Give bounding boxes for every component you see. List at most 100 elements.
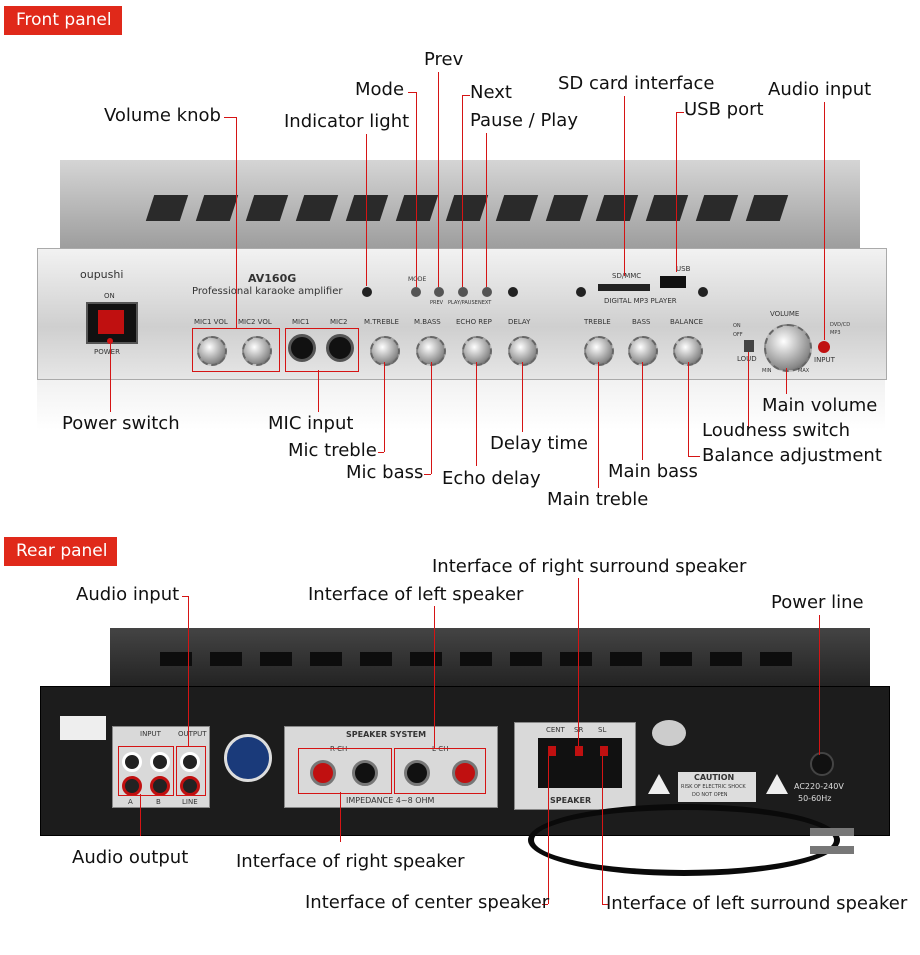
label-audio-input-front: Audio input bbox=[768, 79, 872, 100]
leader-mic-treble bbox=[378, 452, 384, 453]
label-balance-adjustment: Balance adjustment bbox=[702, 445, 882, 466]
label-indicator-light: Indicator light bbox=[284, 111, 410, 132]
label-prev: Prev bbox=[424, 49, 464, 70]
loud-off-label: OFF bbox=[733, 332, 743, 338]
loudness-switch[interactable] bbox=[744, 340, 754, 352]
cent-label: CENT bbox=[546, 726, 565, 734]
leader-mic-bass bbox=[424, 474, 431, 475]
left-speaker-negative[interactable] bbox=[404, 760, 430, 786]
leader-left-surround bbox=[602, 904, 608, 905]
main-bass-knob[interactable] bbox=[628, 336, 658, 366]
right-speaker-negative[interactable] bbox=[352, 760, 378, 786]
center-speaker-terminal[interactable] bbox=[548, 746, 556, 756]
delay-time-knob[interactable] bbox=[508, 336, 538, 366]
input-select-button[interactable] bbox=[818, 341, 830, 353]
dot-power bbox=[107, 338, 113, 344]
label-mic-input: MIC input bbox=[268, 413, 354, 434]
reflection bbox=[37, 380, 885, 430]
vent bbox=[260, 652, 292, 666]
leader-echo-delay bbox=[476, 362, 477, 466]
mic2-label: MIC2 bbox=[330, 318, 348, 326]
prev-button[interactable] bbox=[434, 287, 444, 297]
leader-mic-input bbox=[318, 370, 319, 412]
mic-input-box bbox=[285, 328, 359, 372]
echo-delay-knob[interactable] bbox=[462, 336, 492, 366]
on-label: ON bbox=[104, 292, 115, 300]
right-speaker-positive[interactable] bbox=[310, 760, 336, 786]
qc-seal bbox=[224, 734, 272, 782]
leader-volume-knob bbox=[224, 117, 236, 118]
max-label: MAX bbox=[798, 368, 810, 374]
next-button[interactable] bbox=[482, 287, 492, 297]
label-power-line: Power line bbox=[771, 592, 864, 613]
rca-output-right[interactable] bbox=[180, 776, 200, 796]
caution-text2: DO NOT OPEN bbox=[692, 792, 728, 798]
caution-label-box bbox=[678, 772, 756, 802]
rear-panel-badge: Rear panel bbox=[4, 537, 118, 566]
balance-label: BALANCE bbox=[670, 318, 703, 326]
right-surround-terminal[interactable] bbox=[575, 746, 583, 756]
mode-button[interactable] bbox=[411, 287, 421, 297]
audio-output-box bbox=[176, 746, 206, 796]
leader-sd-card bbox=[624, 96, 625, 276]
balance-knob[interactable] bbox=[673, 336, 703, 366]
main-treble-knob[interactable] bbox=[584, 336, 614, 366]
rca-input-a-left[interactable] bbox=[122, 752, 142, 772]
mic1-volume-knob[interactable] bbox=[197, 336, 227, 366]
model-subtitle: Professional karaoke amplifier bbox=[192, 286, 343, 297]
plug-prong bbox=[810, 846, 854, 854]
leader-pause-play bbox=[486, 133, 487, 287]
label-loudness-switch: Loudness switch bbox=[702, 420, 850, 441]
mic2-jack[interactable] bbox=[326, 334, 354, 362]
leader-loudness bbox=[748, 352, 749, 430]
sd-card-slot[interactable] bbox=[598, 284, 650, 291]
rca-output-label: OUTPUT bbox=[178, 730, 207, 738]
speaker-system-label: SPEAKER SYSTEM bbox=[346, 730, 427, 739]
label-center-speaker: Interface of center speaker bbox=[305, 892, 550, 913]
rca-input-a-right[interactable] bbox=[122, 776, 142, 796]
rca-input-b-right[interactable] bbox=[150, 776, 170, 796]
playpause-label: PLAY/PAUSE bbox=[448, 300, 478, 306]
label-sd-card: SD card interface bbox=[558, 73, 715, 94]
mic1-jack[interactable] bbox=[288, 334, 316, 362]
label-left-speaker: Interface of left speaker bbox=[308, 584, 524, 605]
loud-on-label: ON bbox=[733, 323, 741, 329]
label-mic-treble: Mic treble bbox=[288, 440, 377, 461]
rca-a-label: A bbox=[128, 798, 133, 806]
power-switch[interactable] bbox=[86, 302, 138, 344]
main-volume-knob[interactable] bbox=[764, 324, 812, 372]
input-label: INPUT bbox=[814, 356, 835, 364]
mic-treble-knob[interactable] bbox=[370, 336, 400, 366]
m-bass-label: M.BASS bbox=[414, 318, 441, 326]
rca-output-left[interactable] bbox=[180, 752, 200, 772]
leader-delay-time bbox=[522, 362, 523, 432]
label-mic-bass: Mic bass bbox=[346, 462, 424, 483]
indicator-light bbox=[362, 287, 372, 297]
leader-power bbox=[110, 344, 111, 412]
leader-audio-output bbox=[140, 794, 141, 836]
rca-input-b-left[interactable] bbox=[150, 752, 170, 772]
left-speaker-positive[interactable] bbox=[452, 760, 478, 786]
leader-audio-input-rear bbox=[182, 596, 188, 597]
mic2-volume-knob[interactable] bbox=[242, 336, 272, 366]
impedance-label: IMPEDANCE 4~8 OHM bbox=[346, 796, 435, 805]
mic-vol-box bbox=[192, 328, 280, 372]
leader-main-bass bbox=[642, 362, 643, 460]
play-pause-button[interactable] bbox=[458, 287, 468, 297]
rca-line-label: LINE bbox=[182, 798, 198, 806]
left-surround-terminal[interactable] bbox=[600, 746, 608, 756]
delay-label: DELAY bbox=[508, 318, 531, 326]
label-right-surround: Interface of right surround speaker bbox=[432, 556, 747, 577]
leader-main-volume bbox=[786, 368, 787, 394]
leader-next bbox=[462, 95, 463, 287]
vent bbox=[410, 652, 442, 666]
r-ch-label: R-CH bbox=[330, 745, 348, 753]
serial-sticker bbox=[60, 716, 106, 740]
mic-bass-knob[interactable] bbox=[416, 336, 446, 366]
label-echo-delay: Echo delay bbox=[442, 468, 541, 489]
usb-port[interactable] bbox=[660, 276, 686, 288]
leader-center-speaker bbox=[548, 756, 549, 904]
label-main-bass: Main bass bbox=[608, 461, 698, 482]
leader-power-line bbox=[819, 615, 820, 755]
caution-label: CAUTION bbox=[694, 773, 735, 782]
